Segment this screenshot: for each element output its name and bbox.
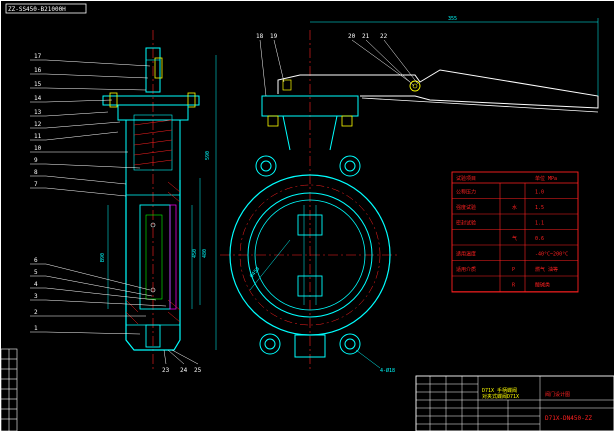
table-row-label: 强度试验 <box>456 204 476 211</box>
table-row-label: 适用温度 <box>456 251 476 258</box>
balloon-22: 22 <box>380 33 388 40</box>
table-row-label: 适用介质 <box>456 266 476 273</box>
table-row-value: 燃气 油等 <box>535 266 558 273</box>
table-row-value: 0.6 <box>535 236 544 242</box>
part-balloons-left: 17 16 15 14 13 12 11 10 9 8 7 6 5 4 3 2 1 <box>30 53 167 335</box>
pressure-test-table: 试验项目 单位 MPa 公称压力 1.0 强度试验 水 1.5 密封试验 1.1 气 0.6 适用… <box>451 171 579 293</box>
table-row-medium: 水 <box>512 204 517 211</box>
balloon-25: 25 <box>194 367 202 374</box>
header-code: ZZ-SS450-B21000H <box>8 6 66 13</box>
table-row-medium: 气 <box>512 235 517 242</box>
title-block-drawing-no: D71X-DN450-ZZ <box>545 415 592 422</box>
table-row-label: 公称压力 <box>456 189 476 196</box>
balloon-23: 23 <box>162 367 170 374</box>
balloon-1: 1 <box>34 325 38 332</box>
balloon-9: 9 <box>34 157 38 164</box>
title-block-name: D71X 手柄蝶阀 <box>482 387 517 394</box>
balloon-15: 15 <box>34 81 42 88</box>
balloon-21: 21 <box>362 33 370 40</box>
balloon-19: 19 <box>270 33 278 40</box>
table-row-value: 1.0 <box>535 190 544 196</box>
side-section-view: 590 450 480 B90 <box>100 30 217 372</box>
table-title-right: 单位 MPa <box>535 175 557 182</box>
table-row-label: 密封试验 <box>456 220 476 227</box>
title-block-subname: 对夹式蝶阀D71X <box>482 393 519 400</box>
dim-d1: 450 <box>192 249 198 258</box>
balloon-8: 8 <box>34 169 38 176</box>
dim-flange: 4-Ø18 <box>380 367 395 374</box>
table-row-medium: P <box>512 267 515 273</box>
balloon-5: 5 <box>34 269 38 276</box>
table-title-left: 试验项目 <box>456 175 476 182</box>
table-row-value: 1.5 <box>535 205 544 211</box>
part-balloons-top: 18 19 20 21 22 <box>256 33 419 97</box>
balloon-10: 10 <box>34 145 42 152</box>
balloon-13: 13 <box>34 109 42 116</box>
title-block-unit: 阀门设计图 <box>545 391 570 398</box>
balloon-20: 20 <box>348 33 356 40</box>
balloon-16: 16 <box>34 67 42 74</box>
balloon-2: 2 <box>34 309 38 316</box>
table-row-value: -40°C~200°C <box>535 252 568 258</box>
balloon-14: 14 <box>34 95 42 102</box>
dim-d2: 480 <box>202 249 208 258</box>
table-row-medium: R <box>512 283 516 289</box>
balloon-4: 4 <box>34 281 38 288</box>
balloon-12: 12 <box>34 121 42 128</box>
dim-d3: B90 <box>100 253 106 262</box>
balloon-6: 6 <box>34 257 38 264</box>
revision-strip <box>0 348 18 432</box>
table-row-value: 1.1 <box>535 221 544 227</box>
balloon-18: 18 <box>256 33 264 40</box>
part-balloons-bottom: 23 24 25 <box>162 349 202 374</box>
dim-height: 590 <box>205 151 211 160</box>
balloon-17: 17 <box>34 53 42 60</box>
header-code-box: ZZ-SS450-B21000H <box>5 3 87 14</box>
balloon-11: 11 <box>34 133 42 140</box>
dim-total-length: 355 <box>448 16 457 22</box>
title-block: D71X 手柄蝶阀 对夹式蝶阀D71X 阀门设计图 D71X-DN450-ZZ <box>415 375 615 432</box>
table-row-value: 酸碱类 <box>535 282 550 289</box>
balloon-3: 3 <box>34 293 38 300</box>
balloon-24: 24 <box>180 367 188 374</box>
balloon-7: 7 <box>34 181 38 188</box>
